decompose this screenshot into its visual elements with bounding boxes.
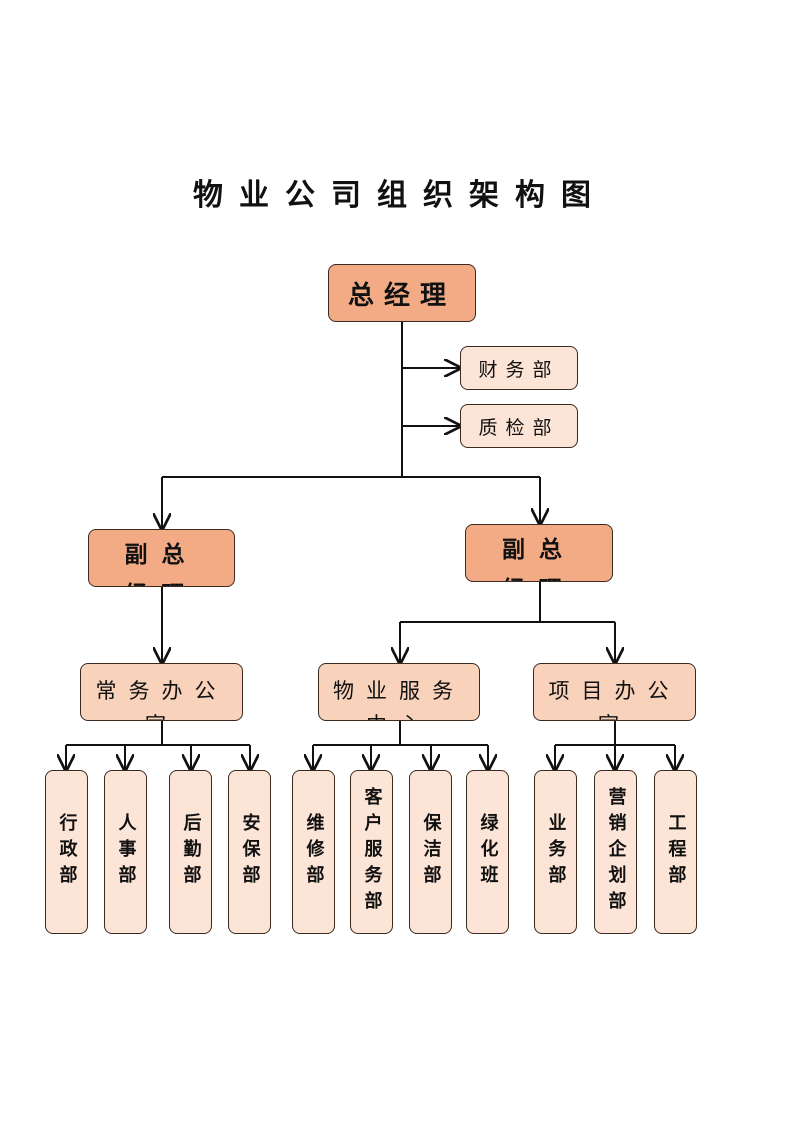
project-office-box: 项目办公室 xyxy=(533,663,696,721)
dept-box: 人事部 xyxy=(104,770,147,934)
dept-label: 行政部 xyxy=(56,813,78,891)
page-title: 物业公司组织架构图 xyxy=(193,178,607,213)
dept-label: 绿化班 xyxy=(477,813,499,891)
dept-box: 维修部 xyxy=(292,770,335,934)
dept-box: 工程部 xyxy=(654,770,697,934)
dept-box: 业务部 xyxy=(534,770,577,934)
dept-label: 客户服务部 xyxy=(361,787,383,917)
finance-dept-box: 财务部 xyxy=(460,346,578,390)
dept-label: 安保部 xyxy=(239,813,261,891)
quality-dept-box: 质检部 xyxy=(460,404,578,448)
general-office-box: 常务办公室 xyxy=(80,663,243,721)
vice-gm-left-label: 副总经理 xyxy=(124,542,199,586)
dept-label: 营销企划部 xyxy=(605,787,627,917)
general-manager-label: 总经理 xyxy=(347,280,456,311)
dept-box: 后勤部 xyxy=(169,770,212,934)
service-center-label: 物业服务中心 xyxy=(333,679,465,720)
dept-box: 绿化班 xyxy=(466,770,509,934)
project-office-label: 项目办公室 xyxy=(548,679,681,720)
dept-label: 后勤部 xyxy=(180,813,202,891)
dept-label: 工程部 xyxy=(665,813,687,891)
dept-label: 保洁部 xyxy=(420,813,442,891)
dept-label: 维修部 xyxy=(303,813,325,891)
dept-label: 业务部 xyxy=(545,813,567,891)
dept-box: 保洁部 xyxy=(409,770,452,934)
dept-label: 人事部 xyxy=(115,813,137,891)
dept-box: 客户服务部 xyxy=(350,770,393,934)
general-manager-box: 总经理 xyxy=(328,264,476,322)
quality-dept-label: 质检部 xyxy=(478,416,560,439)
general-office-label: 常务办公室 xyxy=(95,679,228,720)
dept-box: 安保部 xyxy=(228,770,271,934)
vice-gm-left-box: 副总经理 xyxy=(88,529,235,587)
dept-box: 营销企划部 xyxy=(594,770,637,934)
dept-box: 行政部 xyxy=(45,770,88,934)
vice-gm-right-box: 副总经理 xyxy=(465,524,613,582)
finance-dept-label: 财务部 xyxy=(478,358,560,381)
service-center-box: 物业服务中心 xyxy=(318,663,480,721)
vice-gm-right-label: 副总经理 xyxy=(502,537,576,581)
